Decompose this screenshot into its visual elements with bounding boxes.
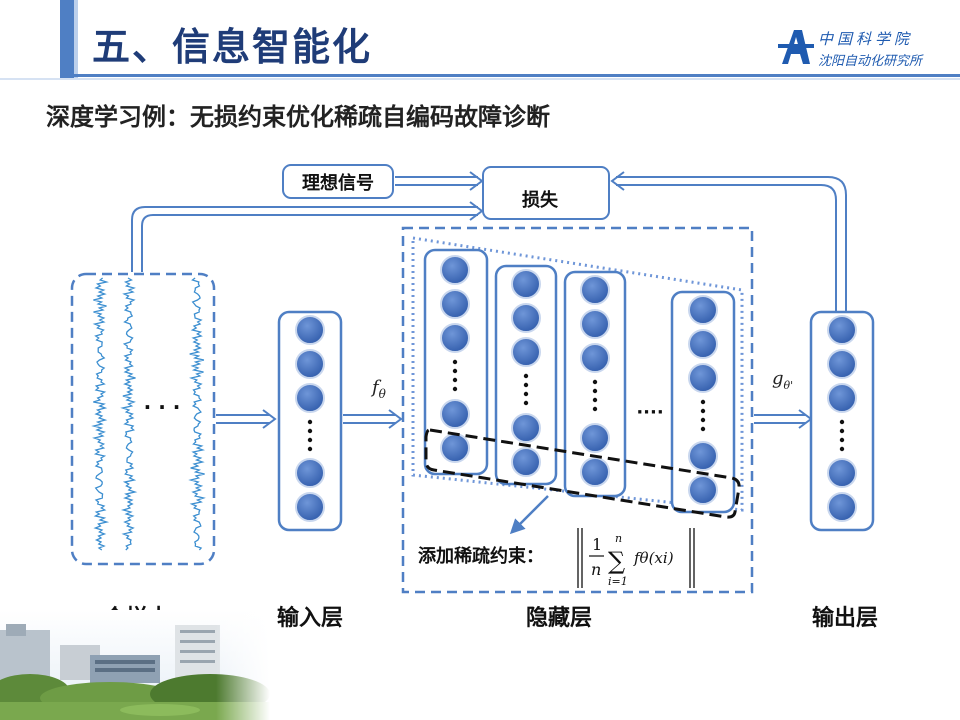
neuron-node [827, 458, 857, 488]
campus-photo [0, 610, 270, 720]
neuron-node [580, 309, 610, 339]
decoder-function-label: gθ' [772, 368, 793, 392]
samples-to-input-arrow [216, 409, 277, 429]
sum-symbol-icon: ∑ [608, 547, 625, 575]
sparse-arrow [509, 495, 549, 535]
encoder-arrow [343, 409, 403, 429]
ellipsis-dot [700, 408, 706, 414]
ellipsis-dot [452, 386, 458, 392]
sparse-selection-box [424, 428, 741, 519]
ellipsis-dot [592, 397, 598, 403]
institute-logo: 中国科学院 沈阳自动化研究所 [778, 26, 928, 74]
neuron-node [827, 315, 857, 345]
hidden-layer-nodes [440, 255, 718, 505]
signal-waveforms [91, 277, 206, 551]
neuron-node [511, 413, 541, 443]
ellipsis-dot [523, 391, 529, 397]
formula-numerator: 1 [592, 535, 602, 554]
formula-denominator: n [591, 560, 601, 579]
ideal-signal-box [282, 164, 394, 199]
ellipsis-dot [307, 437, 313, 443]
formula-body: fθ(xi) [633, 549, 674, 567]
ellipsis-dot [307, 419, 313, 425]
slide-title: 五、信息智能化 [92, 25, 373, 69]
ellipsis-dot [592, 379, 598, 385]
neuron-node [511, 269, 541, 299]
neuron-node [688, 363, 718, 393]
sparsity-formula: 1 n n ∑ i=1 fθ(xi) [577, 528, 695, 588]
neuron-node [827, 383, 857, 413]
neuron-node [295, 349, 325, 379]
ellipsis-dot [839, 437, 845, 443]
neuron-node [827, 349, 857, 379]
neuron-node [511, 337, 541, 367]
ellipsis-dot [839, 446, 845, 452]
label-output-layer: 输出层 [812, 606, 879, 631]
formula-sum-top: n [615, 532, 622, 545]
neuron-node [440, 433, 470, 463]
encoder-function-label: fθ [370, 377, 387, 401]
logo-text-line2: 沈阳自动化研究所 [818, 54, 923, 69]
ellipsis-dot [307, 446, 313, 452]
neuron-node [688, 475, 718, 505]
neuron-node [295, 315, 325, 345]
ellipsis-dot [839, 419, 845, 425]
hidden-layer-box [401, 226, 754, 594]
ellipsis-dot [452, 368, 458, 374]
ellipsis-dot [700, 417, 706, 423]
neuron-node [295, 383, 325, 413]
ellipsis-dot [592, 388, 598, 394]
feedback-path-output [610, 171, 847, 312]
decoder-arrow [754, 409, 813, 429]
logo-mark-icon [778, 26, 814, 77]
title-divider [60, 74, 960, 77]
neuron-node [827, 492, 857, 522]
ellipsis-dot [307, 428, 313, 434]
ideal-signal-label: 理想信号 [302, 172, 374, 194]
neuron-node [688, 441, 718, 471]
ellipsis-dot [523, 400, 529, 406]
title-accent-bar [60, 0, 74, 78]
neuron-node [688, 329, 718, 359]
title-divider-light [0, 78, 960, 80]
formula-sum-bottom: i=1 [608, 575, 628, 588]
ellipsis-dot [592, 406, 598, 412]
samples-ellipsis: · · · [144, 395, 181, 419]
loss-box [482, 166, 610, 220]
neuron-node [295, 458, 325, 488]
samples-box [70, 272, 216, 566]
neuron-node [440, 255, 470, 285]
neuron-node [580, 457, 610, 487]
ellipsis-dot [523, 373, 529, 379]
neuron-node [295, 492, 325, 522]
neuron-node [440, 323, 470, 353]
output-layer-nodes [827, 315, 857, 522]
ellipsis-dot [700, 399, 706, 405]
neuron-node [511, 447, 541, 477]
title-accent-bar-light [74, 0, 78, 78]
ideal-to-loss-arrow [395, 171, 484, 191]
neuron-node [580, 343, 610, 373]
hidden-ellipsis: ···· [636, 402, 663, 423]
neuron-node [440, 399, 470, 429]
sparsity-constraint-label: 添加稀疏约束： [418, 545, 544, 567]
ellipsis-dot [452, 377, 458, 383]
slide-subtitle: 深度学习例：无损约束优化稀疏自编码故障诊断 [46, 103, 550, 131]
loss-label: 损失 [522, 189, 559, 211]
ellipsis-dot [839, 428, 845, 434]
ellipsis-dot [700, 426, 706, 432]
neuron-node [511, 303, 541, 333]
hidden-trapezoid [411, 236, 744, 512]
neuron-node [688, 295, 718, 325]
neuron-node [580, 275, 610, 305]
ellipsis-dot [523, 382, 529, 388]
logo-text-line1: 中国科学院 [818, 30, 914, 48]
ellipsis-dot [452, 359, 458, 365]
label-hidden-layer: 隐藏层 [526, 606, 593, 631]
label-input-layer: 输入层 [277, 606, 344, 631]
neuron-node [580, 423, 610, 453]
input-layer-nodes [295, 315, 325, 522]
neuron-node [440, 289, 470, 319]
